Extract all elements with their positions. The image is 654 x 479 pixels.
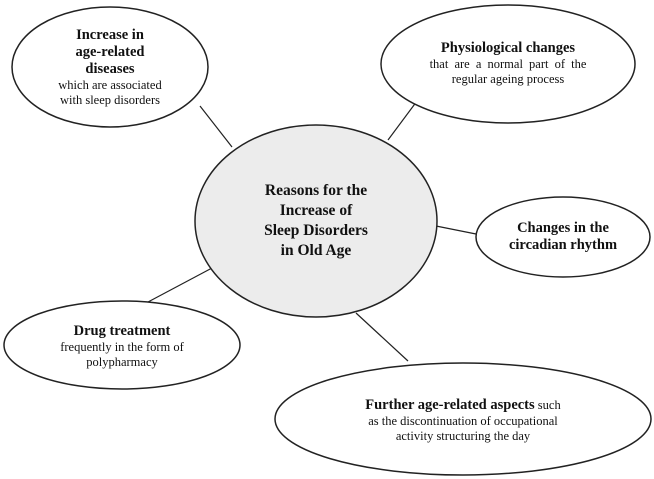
center-line: Reasons for the xyxy=(264,182,368,199)
node-diseases-ellipse xyxy=(11,6,209,128)
node-drug-desc-line: frequently in the form of xyxy=(60,339,184,354)
node-physiological-desc-line: regular ageing process xyxy=(451,71,565,86)
node-physiological-label: Physiological changes that are a normal … xyxy=(398,36,618,90)
node-further-desc-line: as the discontinuation of occupational xyxy=(368,414,558,428)
connector-circadian xyxy=(435,225,477,235)
node-further-label: Further age-related aspects such as the … xyxy=(300,392,626,448)
node-drug-ellipse xyxy=(3,300,241,390)
center-line: Sleep Disorders xyxy=(264,222,368,239)
node-diseases-label: Increase in age-related diseases which a… xyxy=(30,16,190,118)
center-line: in Old Age xyxy=(280,242,352,259)
node-further-title: Further age-related aspects xyxy=(365,397,535,413)
node-further-ellipse xyxy=(274,362,652,476)
node-physiological-ellipse xyxy=(380,4,636,124)
node-physiological-title: Physiological changes xyxy=(440,39,576,56)
node-further-title-suffix: such xyxy=(534,398,561,412)
node-further-title-row: Further age-related aspects such xyxy=(300,396,626,414)
node-diseases-title-line: age-related xyxy=(75,43,145,60)
connector-diseases xyxy=(199,105,233,148)
center-ellipse xyxy=(194,124,438,318)
node-diseases-desc-line: with sleep disorders xyxy=(60,92,160,107)
node-physiological-desc-line: that are a normal part of the xyxy=(429,56,587,71)
node-diseases-title-line: diseases xyxy=(85,60,135,77)
node-drug-label: Drug treatment frequently in the form of… xyxy=(27,320,217,372)
node-diseases-desc-line: which are associated xyxy=(58,77,162,92)
node-diseases-title-line: Increase in xyxy=(76,26,144,43)
node-circadian-title-line: circadian rhythm xyxy=(508,237,618,253)
node-circadian-label: Changes in the circadian rhythm xyxy=(490,216,636,258)
node-circadian-title-line: Changes in the xyxy=(517,220,609,236)
node-further-desc-line: activity structuring the day xyxy=(395,429,531,443)
node-circadian-ellipse xyxy=(475,196,651,278)
node-drug-desc-line: polypharmacy xyxy=(86,354,158,369)
node-drug-title: Drug treatment xyxy=(73,322,171,339)
connector-drug xyxy=(147,267,213,303)
center-line: Increase of xyxy=(279,202,353,219)
connector-further xyxy=(355,312,409,362)
center-label: Reasons for the Increase of Sleep Disord… xyxy=(206,171,426,271)
